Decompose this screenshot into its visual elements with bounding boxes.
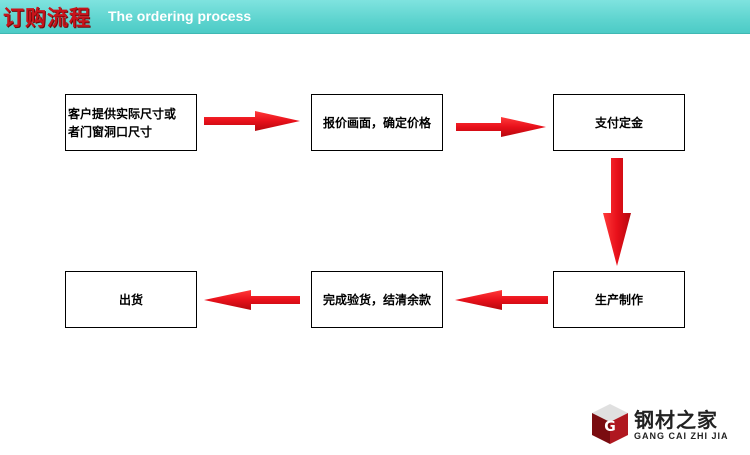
step-box-shipment-label: 出货: [118, 292, 143, 307]
step-box-production-label: 生产制作: [594, 292, 643, 307]
arrow-right-1: [204, 111, 300, 131]
logo-name-cn: 钢材之家: [634, 408, 718, 432]
arrow-left-2: [204, 290, 300, 310]
step-box-inspection: 完成验货，结清余款: [311, 271, 443, 328]
step-box-provide-size-line1: 客户提供实际尺寸或: [68, 106, 177, 121]
arrow-right-2: [456, 117, 546, 137]
logo-cube-icon: G: [592, 404, 628, 444]
step-box-shipment: 出货: [65, 271, 197, 328]
logo-name-en: GANG CAI ZHI JIA: [634, 431, 729, 441]
logo-mark-letter: G: [604, 419, 616, 435]
header-title-cn: 订购流程: [3, 6, 91, 30]
step-box-inspection-label: 完成验货，结清余款: [322, 292, 431, 307]
arrow-down: [603, 158, 631, 266]
step-box-quote: 报价画面，确定价格: [311, 94, 443, 151]
step-box-production: 生产制作: [553, 271, 685, 328]
header-banner: 订购流程 The ordering process: [0, 0, 750, 34]
step-box-provide-size-line2: 者门窗洞口尺寸: [68, 124, 153, 139]
arrow-left-1: [455, 290, 548, 310]
step-box-deposit-label: 支付定金: [594, 115, 643, 130]
step-box-quote-label: 报价画面，确定价格: [322, 115, 431, 130]
step-box-deposit: 支付定金: [553, 94, 685, 151]
step-box-provide-size: 客户提供实际尺寸或 者门窗洞口尺寸: [65, 94, 197, 151]
header-title-en: The ordering process: [108, 8, 252, 24]
